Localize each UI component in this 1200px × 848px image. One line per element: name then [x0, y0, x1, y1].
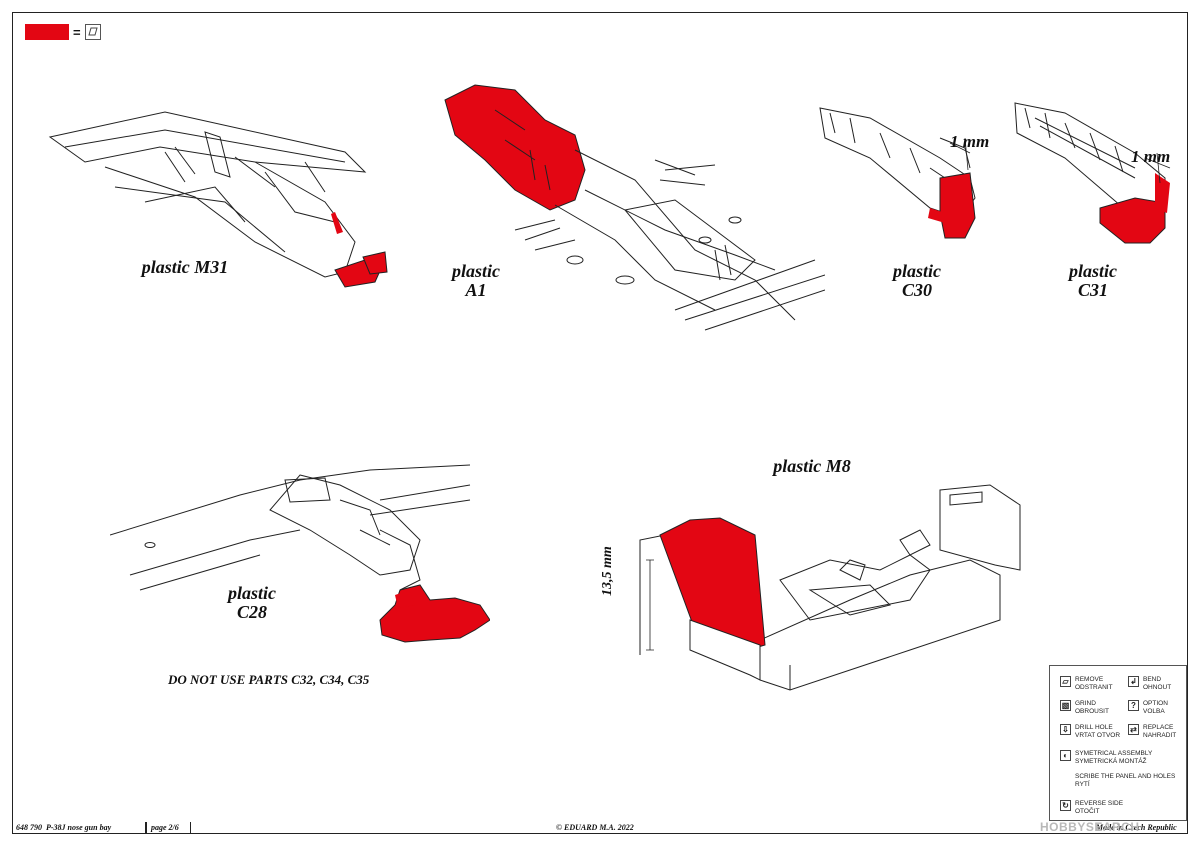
key-reverse-en: REVERSE SIDE	[1075, 800, 1124, 807]
key-option-cz: VOLBA	[1143, 707, 1165, 715]
footer-title: P-38J nose gun bay	[46, 823, 112, 832]
replace-icon: ⇄	[1128, 724, 1139, 735]
footer-page: page 2/6	[146, 822, 191, 834]
part-m31-drawing	[48, 111, 388, 288]
remove-icon	[84, 24, 101, 40]
label-m31: plastic M31	[141, 257, 229, 277]
dimension-m8: 13,5 mm	[600, 546, 615, 596]
equals-sign: =	[73, 24, 81, 40]
watermark: HOBBYSEARCH	[1040, 820, 1140, 834]
part-c30-drawing	[819, 107, 976, 239]
key-bend-cz: OHNOUT	[1143, 683, 1172, 691]
footer-title-cell: 648 790 P-38J nose gun bay	[12, 822, 146, 834]
symmetry-icon: ◐	[1060, 750, 1071, 761]
part-c28-drawing	[110, 464, 490, 643]
dimension-c31: 1 mm	[1131, 147, 1171, 166]
label-c28-code: C28	[236, 602, 267, 622]
grind-icon: ▧	[1060, 700, 1071, 711]
key-grind-en: GRIND	[1075, 700, 1096, 707]
key-remove-en: REMOVE	[1075, 676, 1104, 683]
label-c31: plastic C31	[1053, 262, 1133, 300]
key-replace-cz: NAHRADIT	[1143, 731, 1177, 739]
key-drill-cz: VRTAT OTVOR	[1075, 731, 1121, 739]
label-c28-word: plastic	[228, 583, 276, 603]
label-a1: plastic A1	[436, 262, 516, 300]
part-c31-drawing	[1014, 102, 1171, 244]
label-c30-code: C30	[901, 280, 932, 300]
label-c31-word: plastic	[1069, 261, 1117, 281]
bend-icon: ↲	[1128, 676, 1139, 687]
footer-made-in: Made in Czech Republic	[1096, 823, 1177, 832]
label-m8: plastic M8	[773, 456, 851, 476]
label-c30-word: plastic	[893, 261, 941, 281]
dimension-c30: 1 mm	[950, 132, 990, 151]
label-a1-word: plastic	[452, 261, 500, 281]
key-bend-en: BEND	[1143, 676, 1162, 683]
key-option-en: OPTION	[1143, 700, 1168, 707]
question-icon: ?	[1128, 700, 1139, 711]
key-scribe-en: SCRIBE THE PANEL AND HOLES	[1075, 773, 1176, 780]
footer-code: 648 790	[16, 823, 42, 832]
part-a1-drawing	[444, 84, 825, 331]
label-c30: plastic C30	[877, 262, 957, 300]
key-symmetrical-cz: SYMETRICKÁ MONTÁŽ	[1075, 757, 1147, 765]
scribe-icon	[1060, 773, 1071, 784]
reverse-side-icon: ↻	[1060, 800, 1071, 811]
label-c31-code: C31	[1077, 280, 1108, 300]
key-replace-en: REPLACE	[1143, 724, 1174, 731]
red-swatch	[25, 24, 69, 40]
page-frame	[12, 12, 1188, 834]
key-reverse-cz: OTOČIT	[1075, 807, 1100, 815]
key-grind-cz: OBROUSIT	[1075, 707, 1109, 715]
key-scribe-cz: RYTÍ	[1075, 780, 1090, 788]
key-symmetrical-en: SYMETRICAL ASSEMBLY	[1075, 750, 1153, 757]
footer-copyright: © EDUARD M.A. 2022	[556, 823, 634, 832]
label-c28: plastic C28	[212, 584, 292, 622]
part-m8-drawing	[639, 484, 1021, 691]
remove-icon: ▱	[1060, 676, 1071, 687]
drill-icon: ⇩	[1060, 724, 1071, 735]
label-a1-code: A1	[465, 280, 487, 300]
key-drill-en: DRILL HOLE	[1075, 724, 1113, 731]
footer-bar: 648 790 P-38J nose gun bay page 2/6 © ED…	[12, 822, 1188, 834]
color-legend: =	[25, 24, 101, 40]
notice-do-not-use: DO NOT USE PARTS C32, C34, C35	[168, 672, 370, 687]
key-remove-cz: ODSTRANIT	[1075, 683, 1113, 691]
